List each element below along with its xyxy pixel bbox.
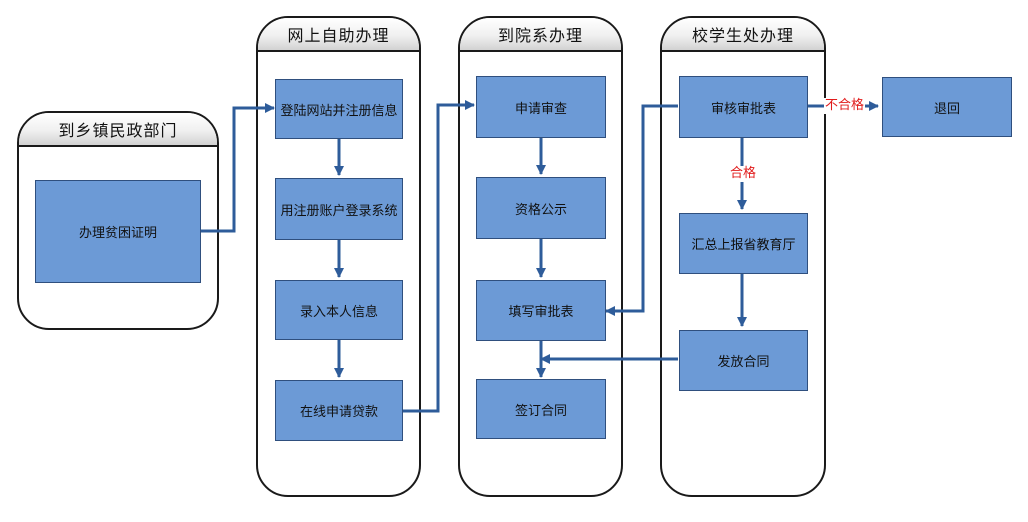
node-return: 退回 xyxy=(882,77,1012,137)
node-report: 汇总上报省教育厅 xyxy=(679,213,808,274)
node-fill-form: 填写审批表 xyxy=(476,280,606,341)
edge-label-fail: 不合格 xyxy=(824,98,866,114)
node-qual-publicity: 资格公示 xyxy=(476,177,606,239)
node-apply-review: 申请审查 xyxy=(476,76,606,138)
node-issue-contract: 发放合同 xyxy=(679,330,808,391)
node-poverty-cert: 办理贫困证明 xyxy=(35,180,201,283)
lane-township-title: 到乡镇民政部门 xyxy=(19,113,217,147)
node-apply-loan: 在线申请贷款 xyxy=(275,380,403,441)
edge-label-pass: 合格 xyxy=(729,166,758,182)
node-sign-contract: 签订合同 xyxy=(476,379,606,439)
node-login: 用注册账户登录系统 xyxy=(275,178,403,240)
lane-school-title: 校学生处办理 xyxy=(662,18,824,52)
node-register: 登陆网站并注册信息 xyxy=(275,79,403,139)
lane-dept-title: 到院系办理 xyxy=(460,18,621,52)
node-enter-info: 录入本人信息 xyxy=(275,280,403,340)
lane-online-title: 网上自助办理 xyxy=(258,18,419,52)
node-audit: 审核审批表 xyxy=(679,76,808,138)
